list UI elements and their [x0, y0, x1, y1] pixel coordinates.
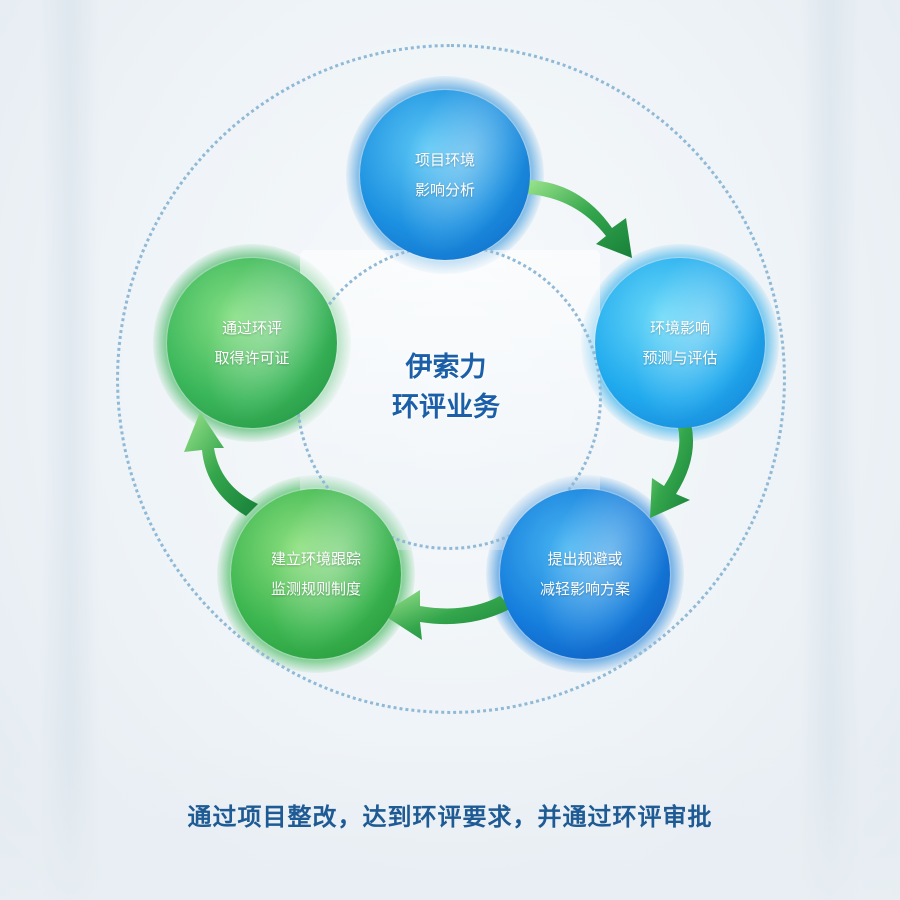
step-node-5: 通过环评 取得许可证	[153, 244, 351, 442]
step-2-line-1: 环境影响	[649, 319, 710, 337]
footer-caption: 通过项目整改，达到环评要求，并通过环评审批	[187, 803, 713, 831]
center-title: 伊索力 环评业务	[346, 348, 546, 428]
step-5-line-1: 通过环评	[221, 319, 282, 337]
step-node-3: 提出规避或 减轻影响方案	[486, 475, 684, 673]
step-node-1: 项目环境 影响分析	[346, 76, 544, 274]
center-title-line-2: 环评业务	[392, 392, 500, 423]
arrow-step4-to-step5	[184, 412, 258, 516]
outer-dotted-ring	[116, 44, 786, 714]
center-title-line-1: 伊索力	[405, 352, 487, 383]
step-1-line-2: 影响分析	[414, 181, 475, 199]
step-node-2: 环境影响 预测与评估	[581, 244, 779, 442]
arrow-step2-to-step3	[650, 408, 694, 518]
step-1-line-1: 项目环境	[414, 151, 475, 169]
arrow-step1-to-step2	[528, 180, 632, 258]
step-5-line-2: 取得许可证	[214, 349, 290, 367]
background-floor	[0, 740, 900, 900]
step-node-4: 建立环境跟踪 监测规则制度	[217, 475, 415, 673]
step-3-line-1: 提出规避或	[547, 550, 623, 568]
step-4-line-1: 建立环境跟踪	[270, 550, 361, 568]
step-4-line-2: 监测规则制度	[270, 580, 361, 598]
arrow-step3-to-step4	[382, 590, 512, 640]
step-2-line-2: 预测与评估	[642, 349, 718, 367]
step-3-line-2: 减轻影响方案	[539, 580, 630, 598]
